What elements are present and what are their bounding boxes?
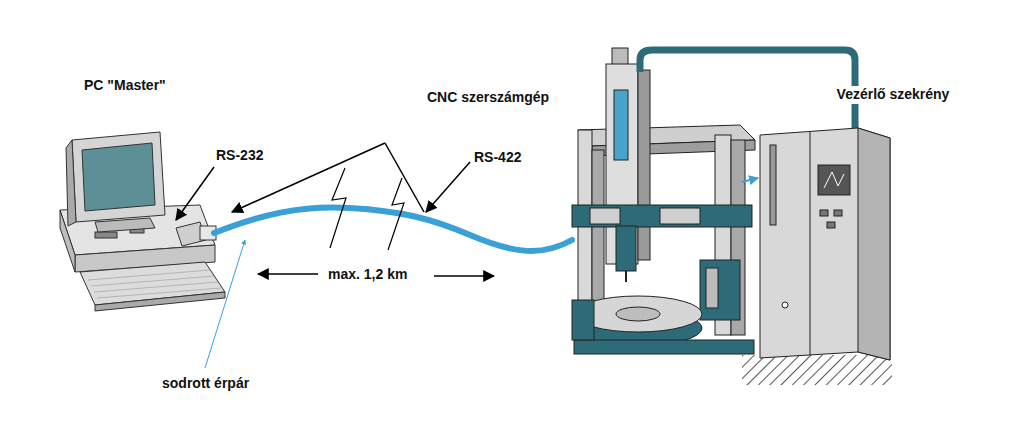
- cnc-machine: [572, 48, 755, 354]
- pc-illustration: [60, 132, 225, 311]
- pointer-arrows: [176, 143, 470, 220]
- control-cabinet: [742, 128, 892, 385]
- dimension-label: max. 1,2 km: [326, 266, 409, 284]
- machine-label: CNC szerszámgép: [425, 89, 551, 107]
- device-label: PC "Master": [82, 77, 168, 95]
- leader-line: [205, 240, 245, 368]
- signal-arrow: [742, 178, 758, 182]
- port-label: RS-422: [472, 149, 523, 167]
- cable-label: sodrott érpár: [160, 375, 251, 393]
- cabinet-label: Vezérlő szekrény: [832, 86, 954, 104]
- port-label: RS-232: [214, 147, 265, 165]
- control-cable: [640, 50, 855, 128]
- interference-symbol: [330, 168, 404, 250]
- cable: [214, 207, 572, 250]
